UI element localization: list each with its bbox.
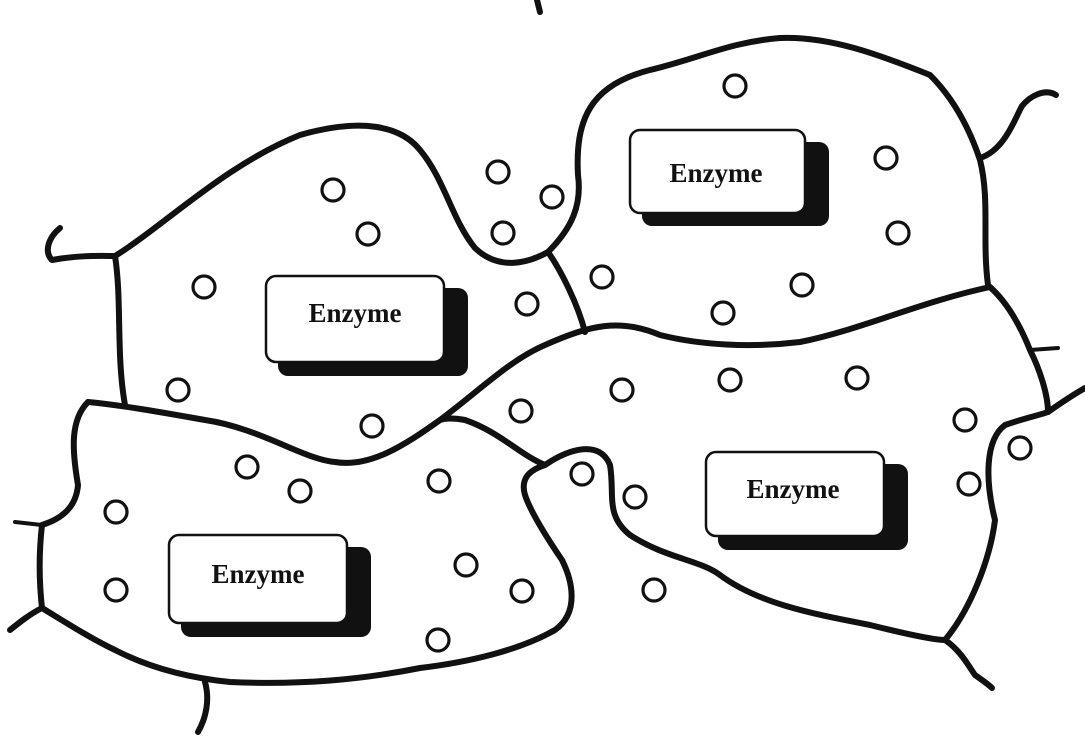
membrane-stub-bottom-right <box>942 637 995 691</box>
membrane-branch-right <box>1028 346 1060 352</box>
substrate-molecule <box>453 552 479 578</box>
substrate-molecule <box>569 461 595 487</box>
membrane-stub-bottom-left <box>195 679 211 735</box>
enzyme-label-4: Enzyme <box>212 559 305 589</box>
membrane-branch-top-right <box>977 89 1059 161</box>
substrate-molecule <box>622 484 648 510</box>
substrate-molecule <box>885 220 911 246</box>
substrate-molecule <box>426 468 452 494</box>
enzyme-box-2: Enzyme <box>264 274 468 376</box>
substrate-molecule <box>1007 435 1033 461</box>
substrate-molecule <box>710 300 736 326</box>
compartment-boundary-upper-left <box>44 122 588 335</box>
membrane-stub-right <box>1045 385 1085 415</box>
enzyme-box-1: Enzyme <box>628 128 829 226</box>
substrate-molecule <box>103 499 129 525</box>
membrane-central-divider <box>85 284 993 466</box>
substrate-molecule <box>609 377 635 403</box>
substrate-molecule <box>425 627 451 653</box>
compartment-boundary-lower-left <box>36 399 575 686</box>
enzyme-label-3: Enzyme <box>747 474 840 504</box>
substrate-molecule <box>789 272 815 298</box>
enzyme-box-4: Enzyme <box>167 533 371 637</box>
substrate-molecule <box>485 159 511 185</box>
substrate-molecule <box>641 577 667 603</box>
compartment-boundary-left-side <box>112 253 128 408</box>
substrate-molecule <box>355 221 381 247</box>
substrate-molecule <box>103 577 129 603</box>
substrate-molecule <box>952 407 978 433</box>
substrate-molecule <box>287 478 313 504</box>
enzyme-label-2: Enzyme <box>309 298 402 328</box>
substrate-molecule <box>509 578 535 604</box>
substrate-molecule <box>490 220 516 246</box>
substrate-molecule <box>359 413 385 439</box>
substrate-molecules <box>103 73 1033 653</box>
enzyme-box-3: Enzyme <box>704 450 908 550</box>
membrane-stub-left <box>13 520 44 527</box>
membrane-stub-top <box>534 0 543 15</box>
substrate-molecule <box>873 145 899 171</box>
substrate-molecule <box>844 365 870 391</box>
substrate-molecule <box>956 471 982 497</box>
substrate-molecule <box>191 274 217 300</box>
substrate-molecule <box>165 377 191 403</box>
enzyme-label-1: Enzyme <box>670 158 763 188</box>
substrate-molecule <box>234 454 260 480</box>
substrate-molecule <box>539 184 565 210</box>
membrane-stub-lower-left-edge <box>7 605 45 633</box>
substrate-molecule <box>717 367 743 393</box>
substrate-molecule <box>589 264 615 290</box>
substrate-molecule <box>508 398 534 424</box>
compartment-boundary-lower-right <box>542 409 1051 643</box>
substrate-molecule <box>514 291 540 317</box>
substrate-molecule <box>320 177 346 203</box>
substrate-molecule <box>722 73 748 99</box>
